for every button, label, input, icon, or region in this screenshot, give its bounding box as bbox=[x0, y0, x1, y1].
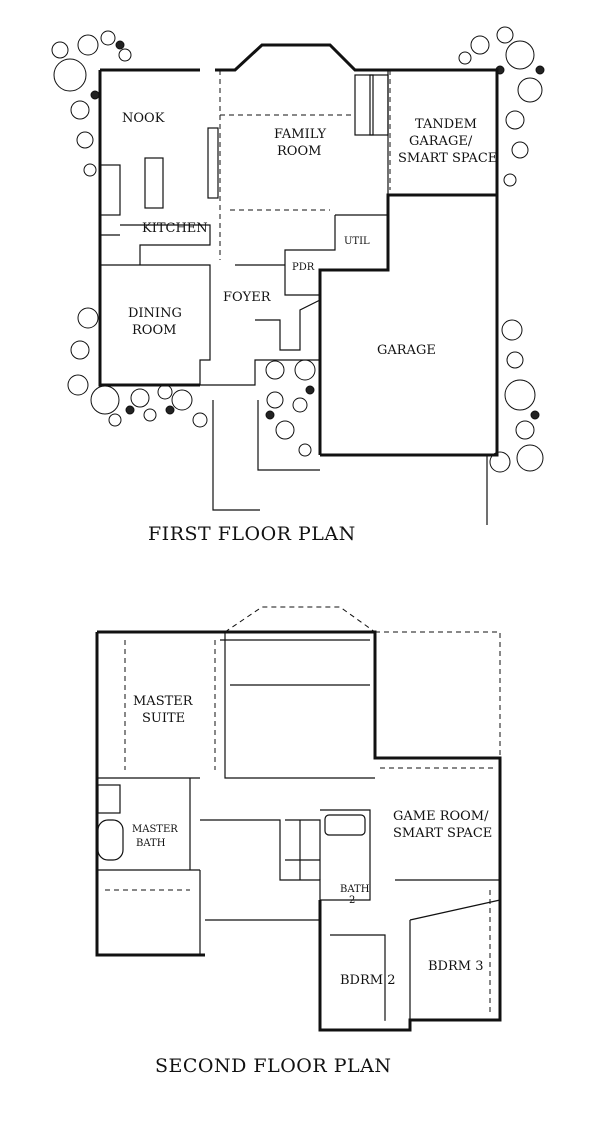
driveway-lines bbox=[212, 400, 488, 525]
room-tandem-line3: SMART SPACE bbox=[398, 151, 497, 166]
rear-wall bbox=[100, 43, 395, 72]
room-master-bath-line2: BATH bbox=[136, 838, 166, 849]
second-floor-title: SECOND FLOOR PLAN bbox=[155, 1055, 391, 1077]
roof-outline bbox=[224, 606, 501, 758]
first-floor-dashes bbox=[219, 70, 391, 260]
open-to-below bbox=[220, 632, 375, 779]
room-bath2-line2: 2 bbox=[349, 895, 355, 906]
master-bath-walls bbox=[97, 777, 201, 955]
foyer-walls bbox=[235, 215, 336, 296]
master-shower bbox=[97, 784, 121, 814]
second-floor-dashes bbox=[105, 640, 495, 1025]
room-foyer: FOYER bbox=[223, 290, 272, 305]
garage-wall bbox=[318, 193, 497, 455]
bath2-tub bbox=[324, 814, 366, 836]
kitchen-counter bbox=[120, 224, 211, 265]
hall-walls bbox=[200, 819, 321, 930]
second-floor-plan: MASTER SUITE MASTER BATH GAME ROOM/ SMAR… bbox=[95, 606, 502, 1077]
room-util: UTIL bbox=[344, 236, 370, 247]
fireplace-hearth bbox=[369, 74, 389, 136]
room-master-bath-line1: MASTER bbox=[132, 824, 178, 835]
room-game-line2: SMART SPACE bbox=[393, 826, 492, 841]
master-tub bbox=[97, 819, 124, 861]
room-game-line1: GAME ROOM/ bbox=[393, 809, 489, 824]
kitchen-island bbox=[144, 157, 164, 209]
util-wall bbox=[335, 70, 389, 216]
room-bdrm3: BDRM 3 bbox=[428, 959, 483, 974]
room-family-line2: ROOM bbox=[277, 144, 321, 159]
dining-walls bbox=[100, 234, 211, 385]
room-dining-line1: DINING bbox=[128, 306, 182, 321]
nook-bench bbox=[99, 164, 121, 216]
room-pdr: PDR bbox=[292, 262, 315, 273]
first-floor-title: FIRST FLOOR PLAN bbox=[148, 523, 356, 545]
room-bdrm2: BDRM 2 bbox=[340, 973, 395, 988]
room-bath2-line1: BATH bbox=[340, 884, 370, 895]
bedroom-outer bbox=[318, 880, 502, 1032]
room-nook: NOOK bbox=[122, 111, 165, 126]
room-tandem-line2: GARAGE/ bbox=[409, 134, 473, 149]
room-master-line2: SUITE bbox=[142, 711, 185, 726]
stair-upper bbox=[285, 819, 321, 880]
room-master-line1: MASTER bbox=[133, 694, 194, 709]
bath2-walls bbox=[320, 809, 371, 901]
room-dining-line2: ROOM bbox=[132, 323, 176, 338]
room-tandem-line1: TANDEM bbox=[415, 117, 477, 132]
room-family-line1: FAMILY bbox=[274, 127, 327, 142]
right-wall bbox=[320, 68, 499, 457]
upper-walls bbox=[97, 630, 502, 880]
upper-left-wall bbox=[95, 632, 205, 957]
bedroom-inner bbox=[330, 879, 501, 1020]
landscape-shrubs bbox=[51, 26, 545, 473]
room-garage: GARAGE bbox=[377, 343, 436, 358]
family-built-in bbox=[207, 127, 219, 199]
entry-walls bbox=[200, 359, 320, 386]
room-kitchen: KITCHEN bbox=[142, 221, 208, 236]
fireplace bbox=[354, 74, 374, 136]
stair bbox=[255, 299, 321, 351]
first-floor-plan: NOOK FAMILY ROOM TANDEM GARAGE/ SMART SP… bbox=[51, 26, 545, 545]
